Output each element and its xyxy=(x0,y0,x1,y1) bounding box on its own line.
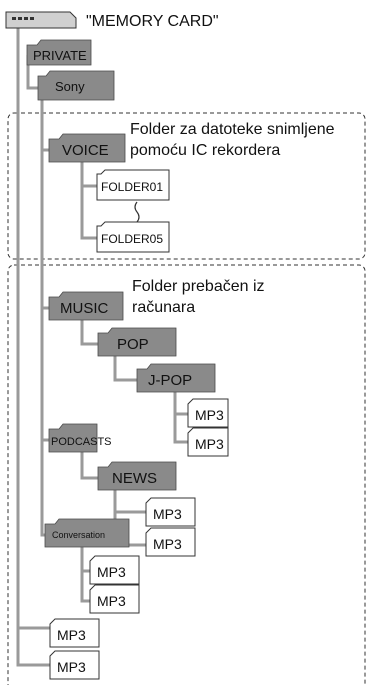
mp3-file: MP3 xyxy=(187,427,229,457)
folder-news: NEWS xyxy=(97,461,177,491)
music-annotation-line1: Folder prebačen iz xyxy=(132,278,265,295)
folder-label-folder05: FOLDER05 xyxy=(101,232,163,246)
folder-label-private: PRIVATE xyxy=(33,48,87,63)
folder-label-music: MUSIC xyxy=(60,300,109,317)
mp3-file: MP3 xyxy=(145,497,196,527)
folder-music: MUSIC xyxy=(48,291,124,321)
music-annotation-line2: računara xyxy=(132,299,195,316)
folder-folder01: FOLDER01 xyxy=(96,169,170,201)
voice-annotation-line1: Folder za datoteke snimljene xyxy=(130,121,335,138)
voice-annotation-line2: pomoću IC rekordera xyxy=(130,142,280,159)
mp3-file-label: MP3 xyxy=(153,506,182,522)
mp3-file: MP3 xyxy=(145,527,196,557)
folder-sony: Sony xyxy=(37,70,115,101)
mp3-file-label: MP3 xyxy=(97,593,126,609)
mp3-file-label: MP3 xyxy=(153,536,182,552)
mp3-file: MP3 xyxy=(49,650,100,680)
memory-card-icon xyxy=(5,11,77,29)
folder-label-conversation: Conversation xyxy=(52,530,105,540)
folder-private: PRIVATE xyxy=(26,39,92,66)
mp3-file-label: MP3 xyxy=(195,436,224,452)
folder-podcasts: PODCASTS xyxy=(48,423,112,453)
folder-label-jpop: J-POP xyxy=(148,372,192,389)
mp3-file: MP3 xyxy=(89,584,140,614)
continuation-squiggle xyxy=(134,201,140,223)
folder-folder05: FOLDER05 xyxy=(96,221,170,253)
folder-label-podcasts: PODCASTS xyxy=(51,436,112,448)
folder-jpop: J-POP xyxy=(136,363,216,393)
mp3-file: MP3 xyxy=(49,618,100,648)
mp3-file: MP3 xyxy=(89,555,140,585)
folder-label-folder01: FOLDER01 xyxy=(101,180,163,194)
mp3-file-label: MP3 xyxy=(57,627,86,643)
folder-pop: POP xyxy=(97,327,177,357)
folder-label-news: NEWS xyxy=(112,470,157,487)
folder-label-sony: Sony xyxy=(55,79,85,94)
voice-group-box xyxy=(7,112,366,260)
folder-label-voice: VOICE xyxy=(62,142,109,159)
mp3-file-label: MP3 xyxy=(97,564,126,580)
mp3-file-label: MP3 xyxy=(57,659,86,675)
memory-card-label: "MEMORY CARD" xyxy=(86,13,219,30)
folder-conversation: Conversation xyxy=(44,518,130,548)
folder-voice: VOICE xyxy=(48,133,126,163)
mp3-file-label: MP3 xyxy=(195,407,224,423)
music-group-box xyxy=(7,264,366,685)
folder-label-pop: POP xyxy=(117,336,149,353)
mp3-file: MP3 xyxy=(187,398,229,428)
